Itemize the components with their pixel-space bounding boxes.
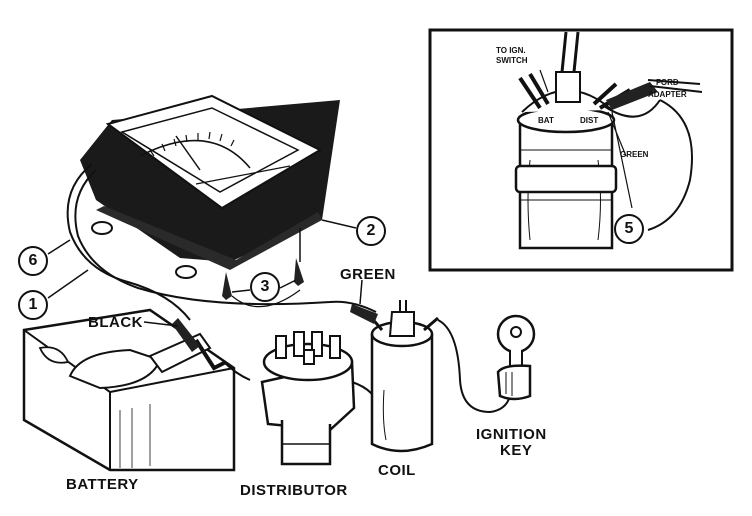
label-ignition-key-1: IGNITION — [476, 426, 547, 443]
inset-panel — [430, 30, 732, 270]
label-distributor: DISTRIBUTOR — [240, 482, 348, 499]
callout-6: 6 — [18, 246, 48, 276]
callout-5: 5 — [614, 214, 644, 244]
inset-label-green: GREEN — [620, 150, 648, 159]
battery-icon — [24, 310, 250, 470]
label-black: BLACK — [88, 314, 143, 331]
inset-label-ford-1: FORD — [656, 78, 679, 87]
label-green: GREEN — [340, 266, 396, 283]
inset-label-bat: BAT — [538, 116, 554, 125]
callout-3: 3 — [250, 272, 280, 302]
inset-label-to-ign-1: TO IGN. — [496, 46, 526, 55]
ignition-key-icon — [498, 316, 534, 399]
tachometer-icon — [80, 96, 340, 278]
label-battery: BATTERY — [66, 476, 139, 493]
callout-1: 1 — [18, 290, 48, 320]
callout-2: 2 — [356, 216, 386, 246]
label-ignition-key-2: KEY — [500, 442, 532, 459]
inset-label-to-ign-2: SWITCH — [496, 56, 528, 65]
inset-label-ford-2: ADAPTER — [648, 90, 687, 99]
inset-label-dist: DIST — [580, 116, 598, 125]
label-coil: COIL — [378, 462, 416, 479]
